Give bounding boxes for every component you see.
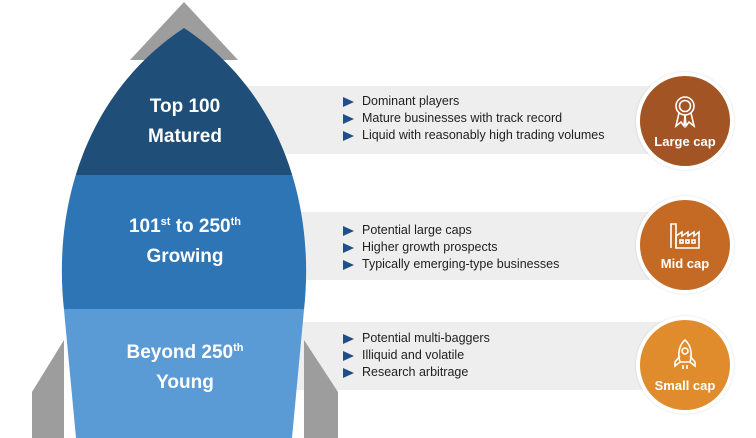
bullet-text: Mature businesses with track record [362,111,563,125]
tier-mid-section [61,175,307,309]
factory-icon [670,222,700,249]
arrow-right-icon [343,259,354,270]
bullet-text: Illiquid and volatile [362,348,465,362]
badge-label: Mid cap [660,255,710,271]
bullet-item: Higher growth prospects [343,239,559,256]
bullets-mid-cap: Potential large caps Higher growth prosp… [343,222,559,273]
bullet-item: Typically emerging-type businesses [343,256,559,273]
bullet-text: Potential large caps [362,223,472,237]
tier-mid-rank-start-suffix: st [160,216,171,228]
tier-label-mid: 101st to 250th Growing [80,212,290,272]
arrow-right-icon [343,367,354,378]
badge-label: Large cap [654,133,716,149]
tier-bottom-rank-suffix: th [233,342,244,354]
tier-bottom-line2: Young [156,372,214,393]
rocket-fin-left [32,340,64,438]
bullet-item: Research arbitrage [343,364,490,381]
bullet-item: Potential large caps [343,222,559,239]
band-large-cap [205,86,675,154]
tier-mid-line1: 101st to 250th [80,212,290,242]
arrow-right-icon [343,333,354,344]
tier-mid-rank-end: to 250 [170,216,231,237]
rocket-icon [674,338,696,369]
rocket-diagram [32,2,338,438]
tier-top-line1: Top 100 [149,96,221,117]
rocket-fin-right [304,340,338,438]
bullet-item: Liquid with reasonably high trading volu… [343,127,605,144]
bullets-small-cap: Potential multi-baggers Illiquid and vol… [343,330,490,381]
badge-small-cap: Small cap [636,316,734,414]
bullet-text: Higher growth prospects [362,240,498,254]
bullet-item: Illiquid and volatile [343,347,490,364]
bullet-text: Dominant players [362,94,460,108]
arrow-right-icon [343,242,354,253]
arrow-right-icon [343,96,354,107]
tier-mid-rank-end-suffix: th [230,216,242,228]
bullet-item: Potential multi-baggers [343,330,490,347]
tier-bottom-rank: Beyond 250 [126,342,234,363]
arrow-right-icon [343,113,354,124]
bullets-large-cap: Dominant players Mature businesses with … [343,93,605,144]
award-ribbon-icon [674,95,696,128]
badge-label: Small cap [654,377,716,393]
badge-large-cap: Large cap [636,72,734,170]
tier-bottom-section [61,309,307,438]
tier-label-top: Top 100 Matured [80,92,290,152]
arrow-right-icon [343,130,354,141]
arrow-right-icon [343,350,354,361]
tier-mid-rank-start: 101 [128,216,161,237]
arrow-right-icon [343,225,354,236]
bullet-item: Mature businesses with track record [343,110,605,127]
bullet-item: Dominant players [343,93,605,110]
tier-bottom-line1: Beyond 250th [80,338,290,368]
bullet-text: Liquid with reasonably high trading volu… [362,128,605,142]
bullet-text: Potential multi-baggers [362,331,490,345]
bullet-text: Research arbitrage [362,365,469,379]
badge-mid-cap: Mid cap [636,196,734,294]
bullet-text: Typically emerging-type businesses [362,257,560,271]
tier-label-bottom: Beyond 250th Young [80,338,290,398]
tier-mid-line2: Growing [146,246,224,267]
tier-top-line2: Matured [148,126,222,147]
